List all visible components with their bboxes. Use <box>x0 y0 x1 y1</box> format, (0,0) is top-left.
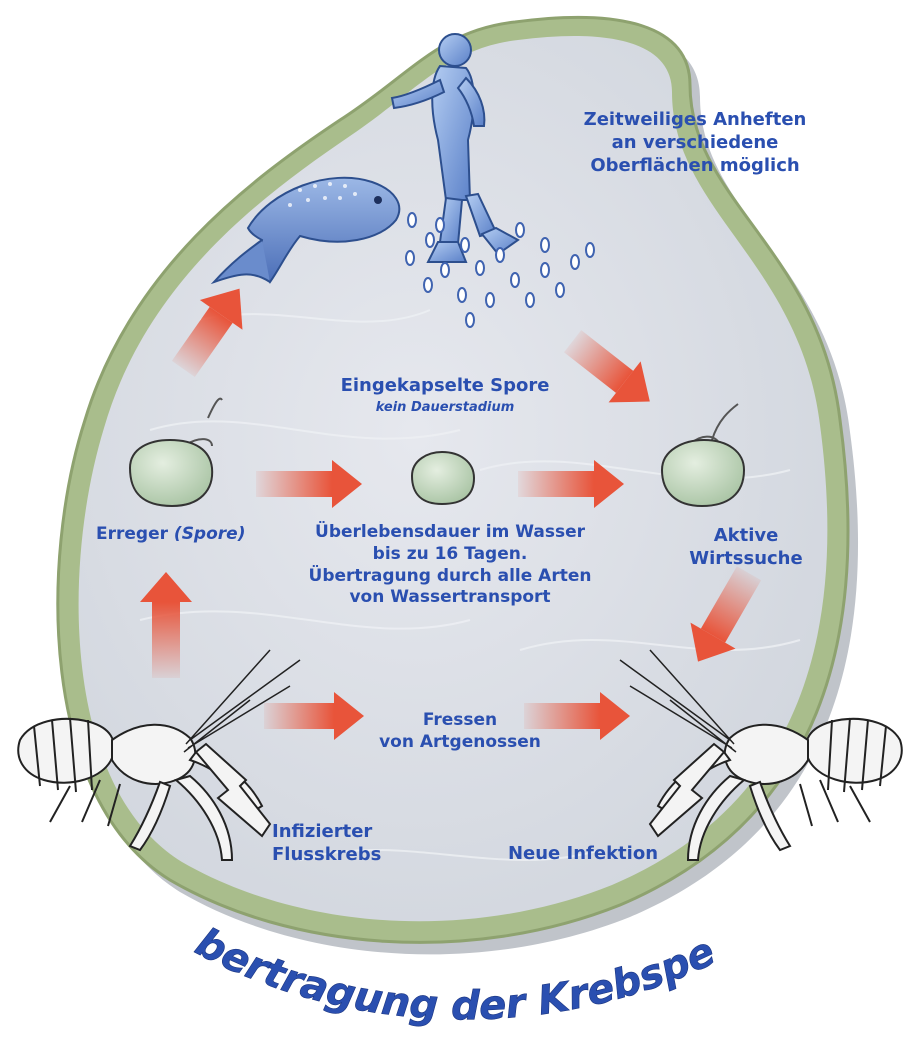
infected-line-2: Flusskrebs <box>272 843 402 866</box>
active-line-2: Wirtssuche <box>676 547 816 570</box>
survival-line-2: bis zu 16 Tagen. <box>300 544 600 566</box>
label-survival-duration: Überlebensdauer im Wasser bis zu 16 Tage… <box>300 522 600 609</box>
infected-line-1: Infizierter <box>272 820 402 843</box>
pathogen-text: Erreger <box>96 524 168 544</box>
label-eating-conspecifics: Fressen von Artgenossen <box>370 710 550 754</box>
eating-line-1: Fressen <box>370 710 550 732</box>
label-active-host-search: Aktive Wirtssuche <box>676 524 816 570</box>
spore-center <box>412 452 474 504</box>
label-infected-crayfish: Infizierter Flusskrebs <box>272 820 402 866</box>
survival-line-1: Überlebensdauer im Wasser <box>300 522 600 544</box>
label-not-permanent-stage: kein Dauerstadium <box>345 400 545 417</box>
attach-line-3: Oberflächen möglich <box>555 154 835 177</box>
label-pathogen-spore: Erreger (Spore) <box>96 524 266 546</box>
attach-line-1: Zeitweiliges Anheften <box>555 108 835 131</box>
survival-line-3: Übertragung durch alle Arten <box>300 566 600 588</box>
label-temporary-attachment: Zeitweiliges Anheften an verschiedene Ob… <box>555 108 835 177</box>
attach-line-2: an verschiedene <box>555 131 835 154</box>
label-new-infection: Neue Infektion <box>498 842 668 865</box>
active-line-1: Aktive <box>676 524 816 547</box>
eating-line-2: von Artgenossen <box>370 732 550 754</box>
encapsulated-title: Eingekapselte Spore <box>310 374 580 397</box>
label-encapsulated-spore: Eingekapselte Spore <box>310 374 580 397</box>
pathogen-spore-text: (Spore) <box>174 524 246 544</box>
survival-line-4: von Wassertransport <box>300 587 600 609</box>
